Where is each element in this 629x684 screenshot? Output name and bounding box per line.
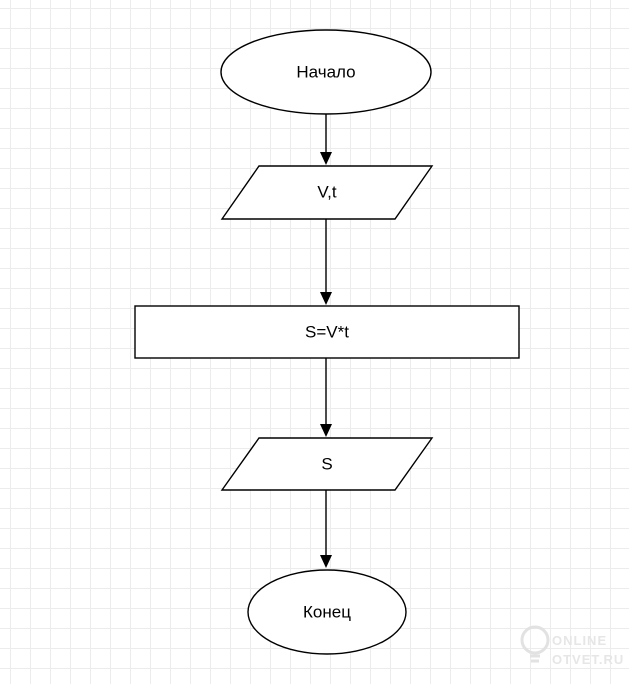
start-node: Начало xyxy=(220,29,432,115)
start-ellipse xyxy=(220,29,432,115)
end-label: Конец xyxy=(303,603,351,622)
input-node: V,t xyxy=(220,165,434,220)
end-ellipse xyxy=(247,569,407,655)
edge-output-to-end xyxy=(320,490,332,568)
output-label: S xyxy=(321,455,332,474)
process-rectangle xyxy=(134,305,520,359)
edge-start-to-input xyxy=(320,114,332,165)
lightbulb-icon xyxy=(520,625,550,663)
watermark-line2: OTVET.RU xyxy=(552,652,624,667)
watermark: ONLINE OTVET.RU xyxy=(520,625,624,667)
process-node: S=V*t xyxy=(134,305,520,359)
edge-input-to-process xyxy=(320,219,332,305)
process-label: S=V*t xyxy=(305,323,349,342)
input-parallelogram xyxy=(220,165,434,220)
start-label: Начало xyxy=(296,63,355,82)
output-parallelogram xyxy=(220,437,434,491)
end-node: Конец xyxy=(247,569,407,655)
edge-process-to-output xyxy=(320,358,332,437)
input-label: V,t xyxy=(317,183,337,202)
output-node: S xyxy=(220,437,434,491)
watermark-line1: ONLINE xyxy=(552,633,607,648)
